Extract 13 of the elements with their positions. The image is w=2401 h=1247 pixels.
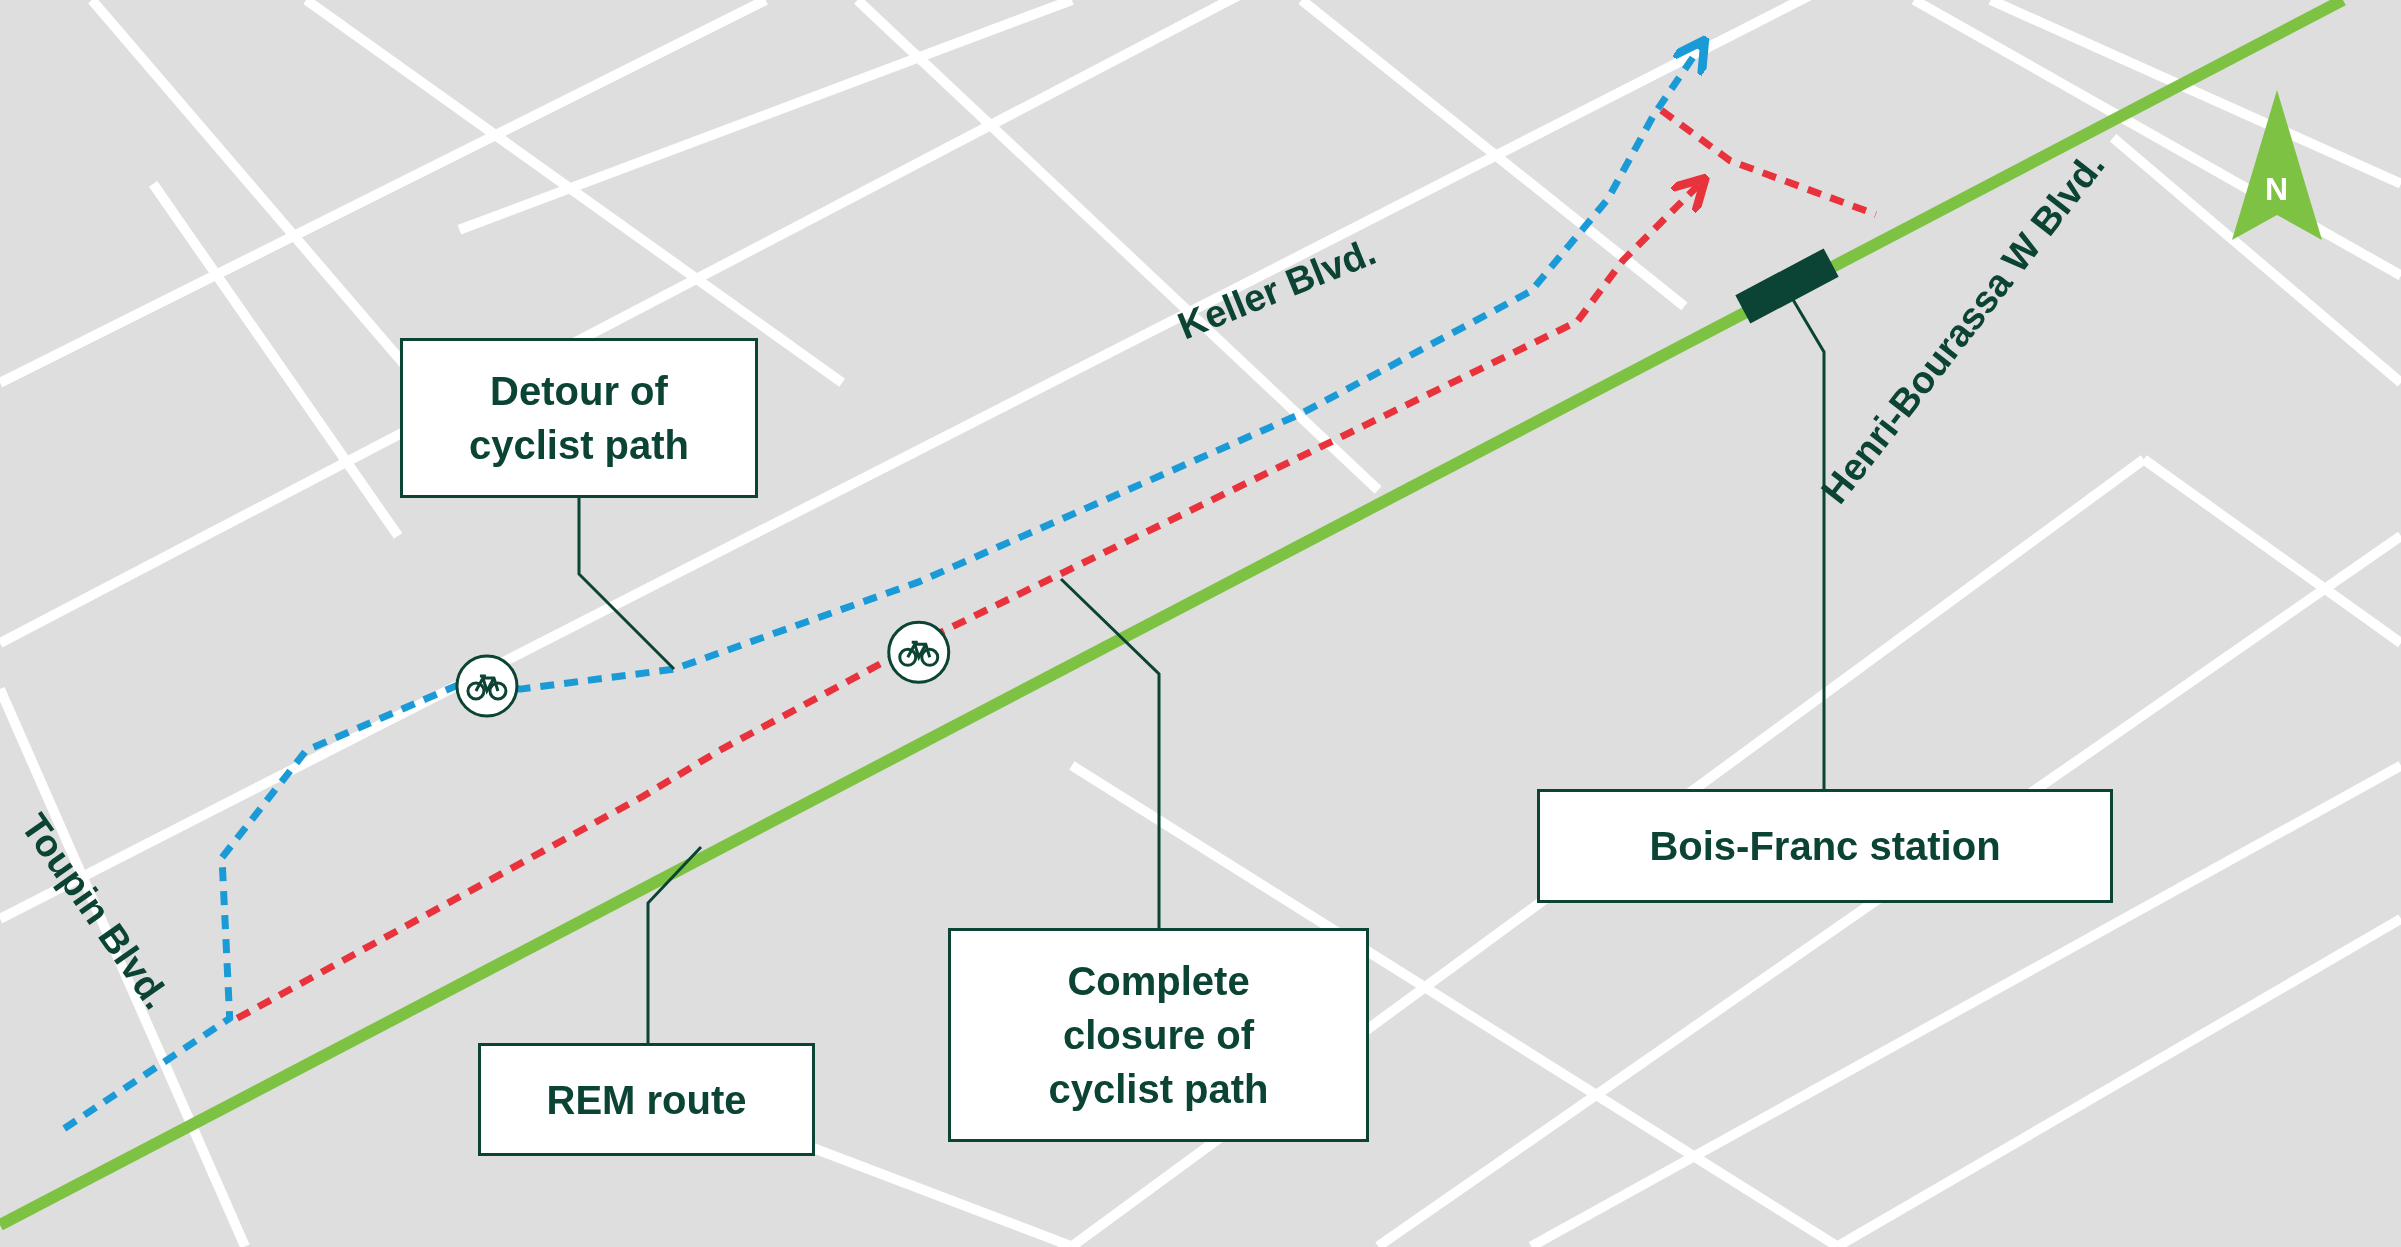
callout-box (948, 928, 1369, 1142)
leader-line (1059, 577, 1161, 928)
callout-text: Bois-Franc station (1649, 823, 2001, 870)
leader-line (646, 845, 703, 1043)
leader-line (577, 498, 676, 671)
callout-text: REM route (546, 1076, 747, 1124)
callout-box (1537, 789, 2113, 903)
street-name: Keller Blvd. (1170, 229, 1383, 350)
callout-box (478, 1043, 815, 1156)
callout-text: Complete closure of cyclist path (1047, 958, 1270, 1113)
callout-text: Detour of cyclist path (467, 368, 691, 469)
callout-box (400, 338, 758, 498)
north-label: N (2265, 170, 2289, 209)
